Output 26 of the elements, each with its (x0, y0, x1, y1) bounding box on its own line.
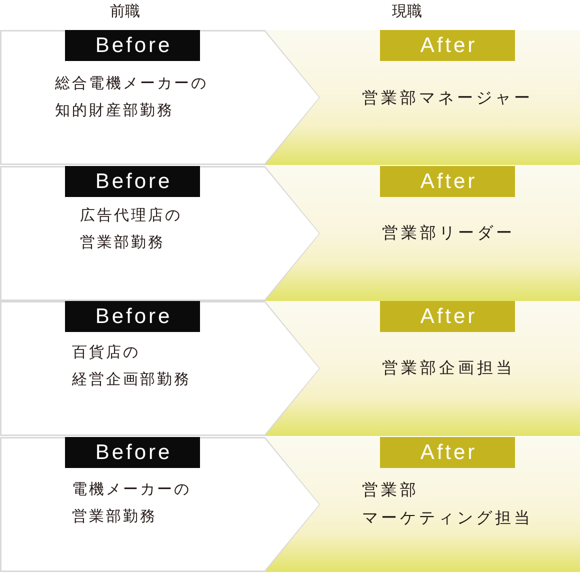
job-description: 電機メーカーの営業部勤務 (72, 478, 191, 526)
before-badge: Before (65, 436, 200, 468)
result-panel (265, 436, 580, 572)
job-description: 百貨店の経営企画部勤務 (72, 342, 191, 390)
job-description: 広告代理店の営業部勤務 (80, 204, 182, 252)
column-heading: 前職 (110, 1, 140, 22)
before-badge: Before (65, 166, 200, 196)
result-panel (265, 30, 580, 165)
before-badge: Before (65, 30, 200, 61)
job-description: 総合電機メーカーの知的財産部勤務 (55, 73, 208, 121)
chevron-box (0, 166, 323, 300)
after-badge: After (380, 301, 515, 332)
job-title: 営業部マーケティング担当 (362, 478, 533, 528)
after-badge: After (380, 436, 515, 468)
chevron-box (0, 30, 323, 165)
job-title: 営業部リーダー (382, 222, 515, 244)
chevron-box (0, 436, 323, 572)
after-badge: After (380, 166, 515, 196)
after-badge: After (380, 30, 515, 61)
result-panel (265, 166, 580, 300)
job-title: 営業部企画担当 (382, 357, 515, 379)
job-title: 営業部マネージャー (362, 87, 533, 109)
chevron-box (0, 301, 323, 436)
column-heading: 現職 (392, 1, 422, 22)
result-panel (265, 301, 580, 436)
before-badge: Before (65, 301, 200, 332)
